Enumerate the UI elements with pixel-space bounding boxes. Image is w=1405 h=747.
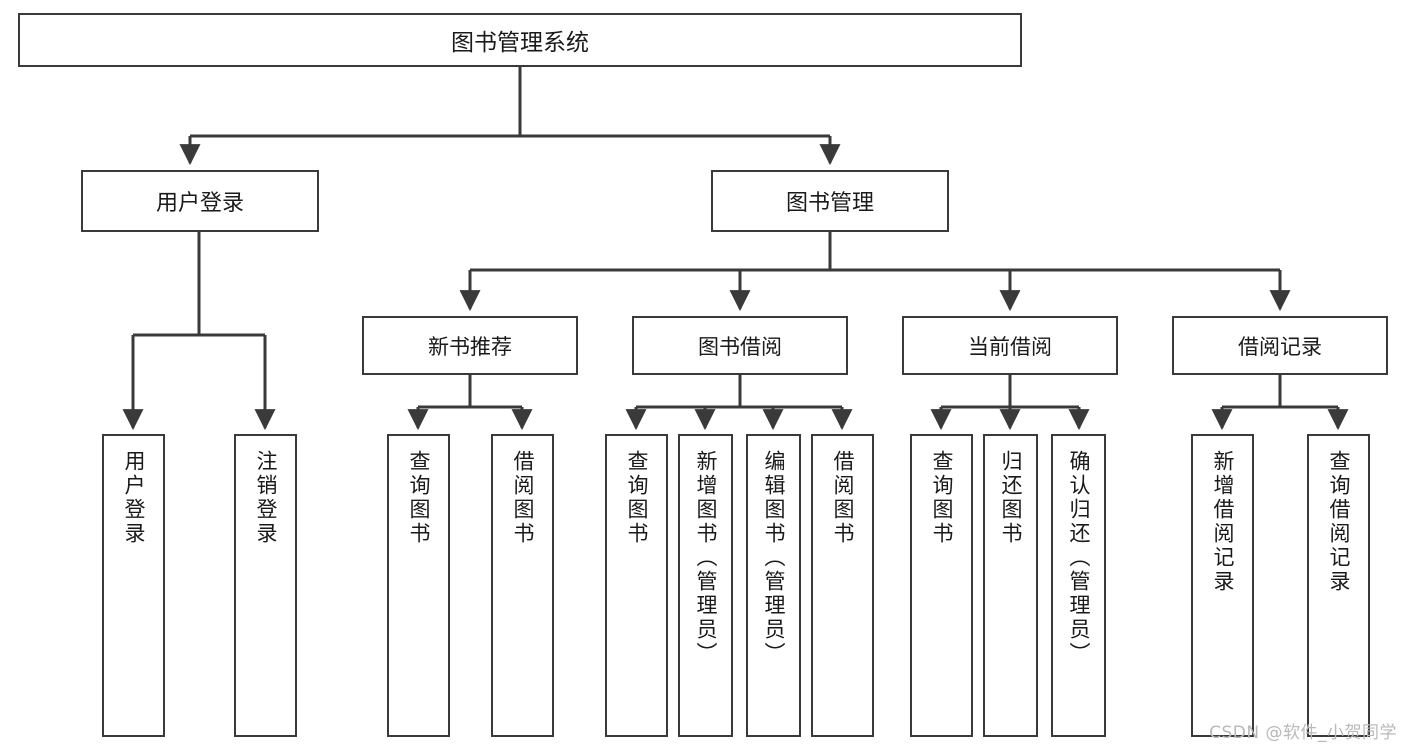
leaf-label: 确认归还（管理员） (1067, 450, 1091, 666)
leaf-borrow-add-book[interactable]: 新增图书（管理员） (678, 434, 733, 737)
node-root[interactable]: 图书管理系统 (18, 13, 1022, 67)
leaf-borrow-borrow-book[interactable]: 借阅图书 (811, 434, 874, 737)
watermark: CSDN @软件_小贺同学 (1209, 723, 1397, 743)
leaf-current-confirm-return[interactable]: 确认归还（管理员） (1051, 434, 1106, 737)
leaf-label: 注销登录 (254, 450, 278, 546)
leaf-user-login-signout[interactable]: 注销登录 (234, 434, 297, 737)
leaf-record-add[interactable]: 新增借阅记录 (1191, 434, 1254, 737)
leaf-current-return-book[interactable]: 归还图书 (983, 434, 1038, 737)
leaf-borrow-edit-book[interactable]: 编辑图书（管理员） (746, 434, 801, 737)
node-user-login-label: 用户登录 (155, 191, 244, 216)
node-borrow-record-label: 借阅记录 (1238, 334, 1322, 359)
leaf-new-book-borrow[interactable]: 借阅图书 (491, 434, 554, 737)
leaf-label: 新增图书（管理员） (694, 450, 718, 666)
leaf-user-login-signin[interactable]: 用户登录 (102, 434, 165, 737)
leaf-borrow-query-book[interactable]: 查询图书 (605, 434, 668, 737)
node-borrow-record[interactable]: 借阅记录 (1172, 316, 1388, 375)
leaf-label: 归还图书 (999, 450, 1023, 546)
leaf-label: 查询图书 (930, 450, 954, 546)
node-book-management[interactable]: 图书管理 (711, 170, 949, 232)
node-new-book-recommend[interactable]: 新书推荐 (362, 316, 578, 375)
leaf-new-book-query[interactable]: 查询图书 (387, 434, 450, 737)
leaf-label: 用户登录 (122, 450, 146, 546)
leaf-current-query-book[interactable]: 查询图书 (910, 434, 973, 737)
node-book-borrow-label: 图书借阅 (698, 334, 782, 359)
leaf-record-query[interactable]: 查询借阅记录 (1307, 434, 1370, 737)
leaf-label: 借阅图书 (511, 450, 535, 546)
leaf-label: 查询图书 (407, 450, 431, 546)
node-root-label: 图书管理系统 (451, 30, 589, 56)
leaf-label: 查询图书 (625, 450, 649, 546)
node-user-login[interactable]: 用户登录 (81, 170, 319, 232)
node-book-management-label: 图书管理 (785, 191, 874, 216)
leaf-label: 查询借阅记录 (1327, 450, 1351, 594)
node-current-borrow-label: 当前借阅 (968, 334, 1052, 359)
leaf-label: 编辑图书（管理员） (762, 450, 786, 666)
node-current-borrow[interactable]: 当前借阅 (902, 316, 1118, 375)
node-book-borrow[interactable]: 图书借阅 (632, 316, 848, 375)
node-new-book-recommend-label: 新书推荐 (428, 334, 512, 359)
leaf-label: 新增借阅记录 (1211, 450, 1235, 594)
leaf-label: 借阅图书 (831, 450, 855, 546)
